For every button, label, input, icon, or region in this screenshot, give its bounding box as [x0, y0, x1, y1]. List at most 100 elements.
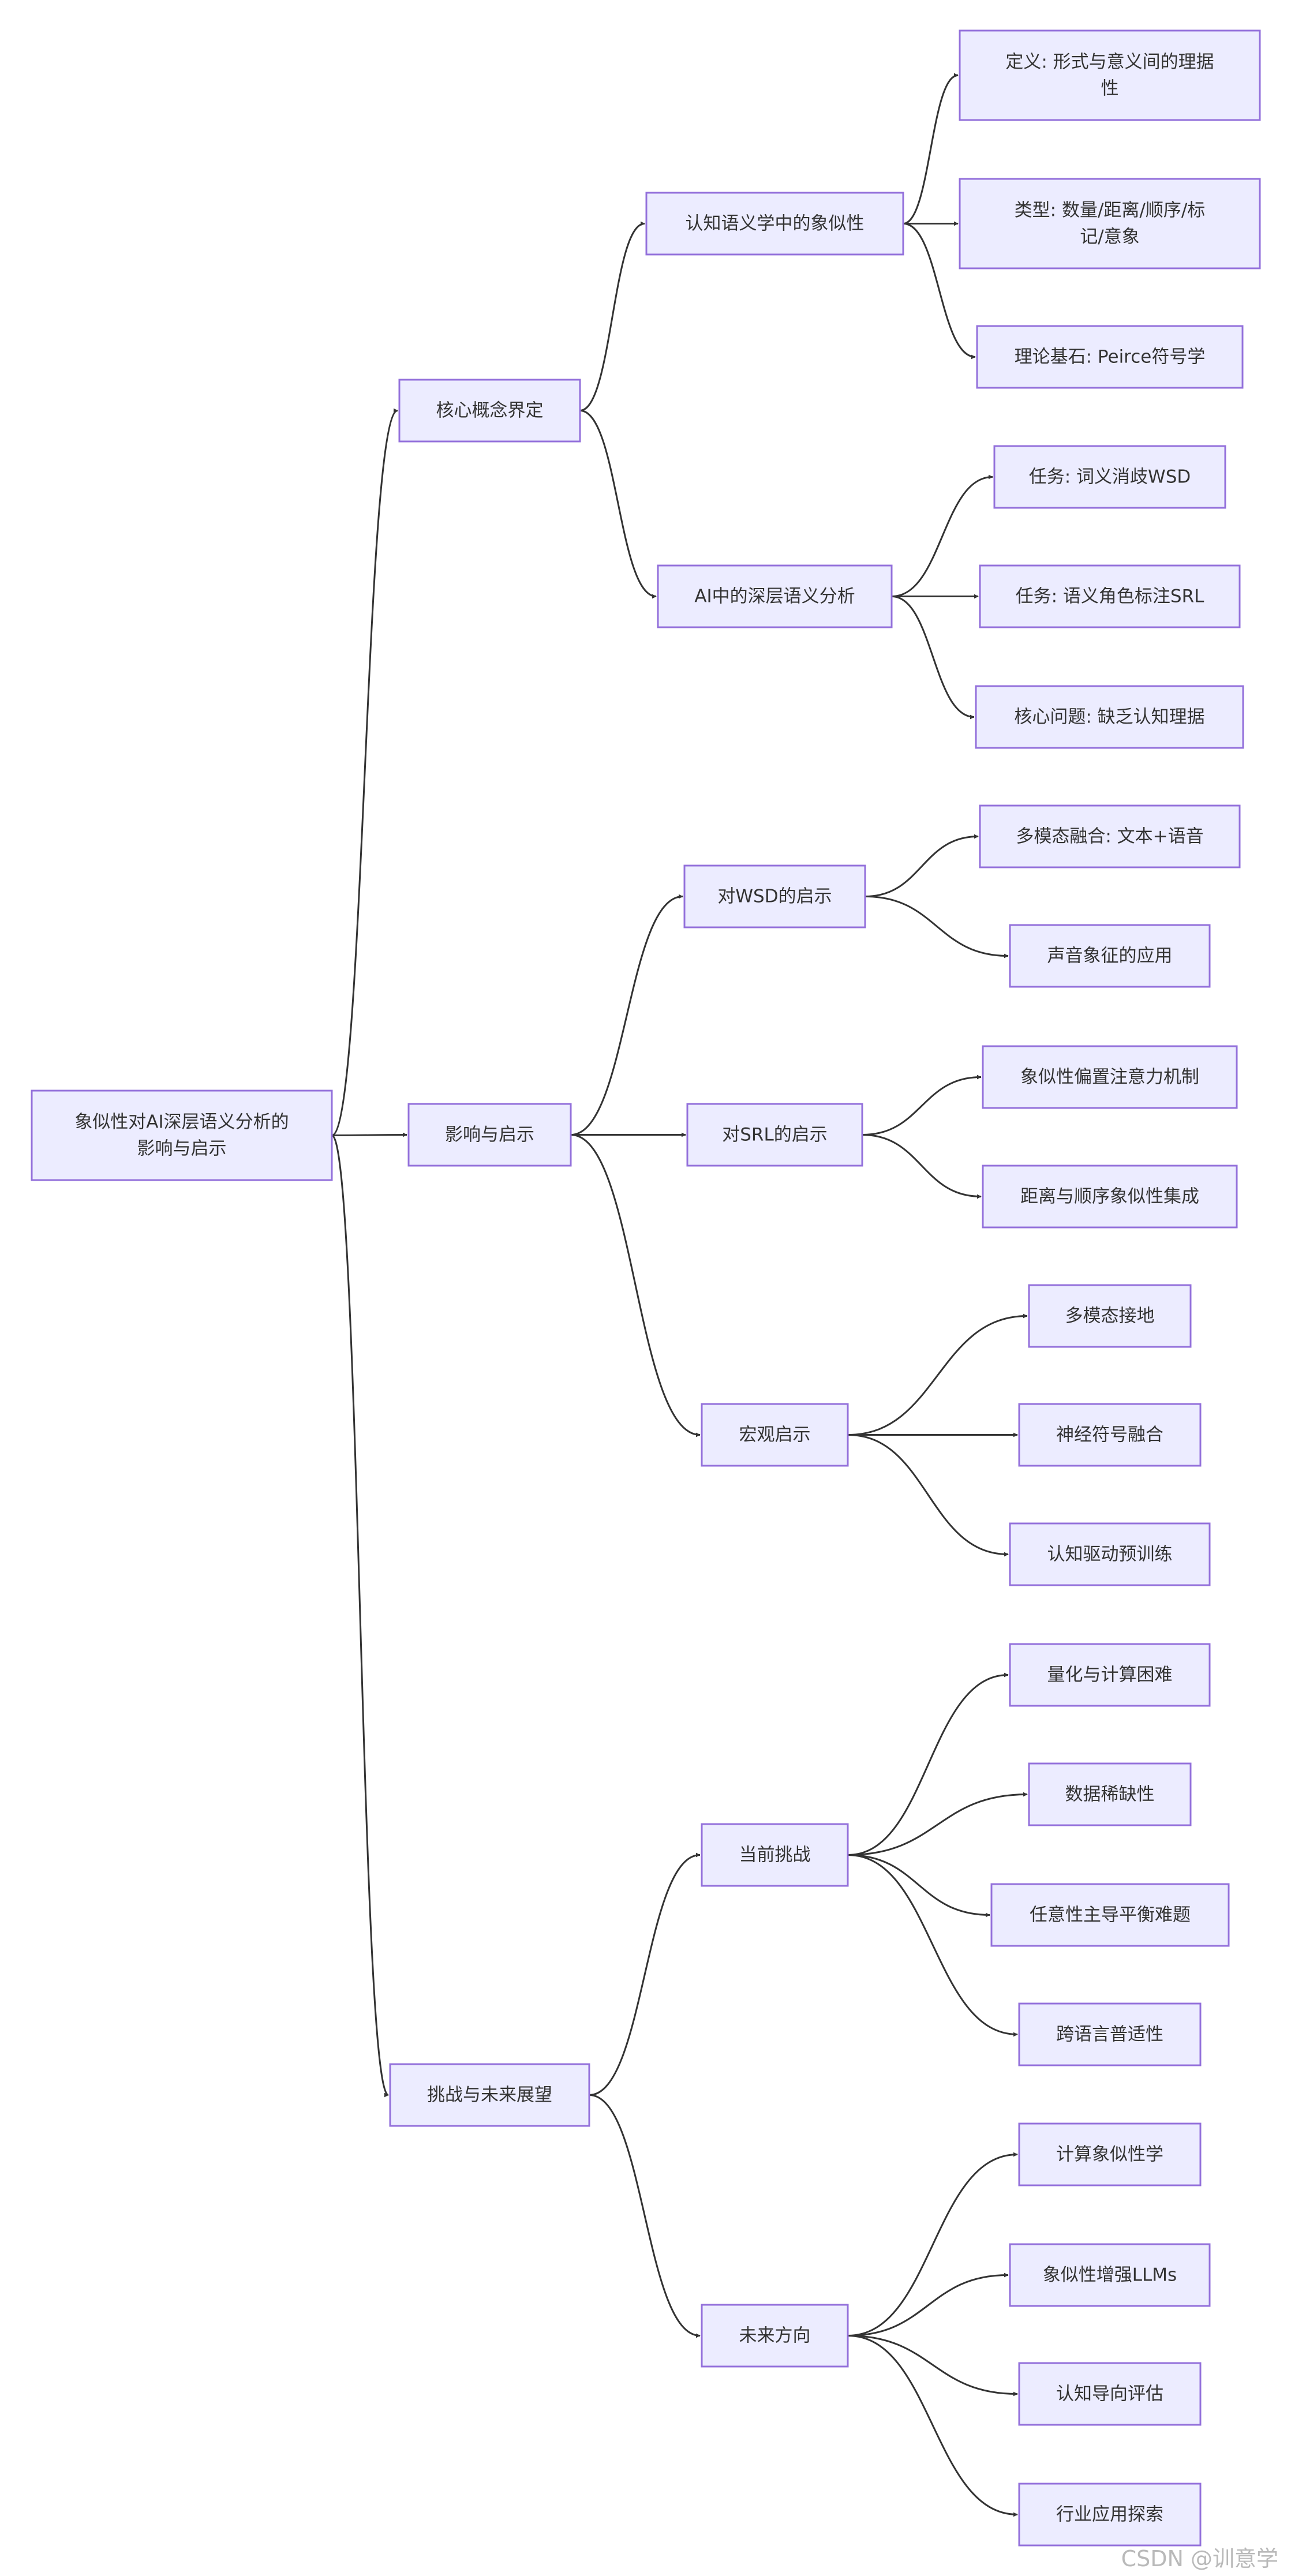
- node-label-l_pretrain-line-0: 认知驱动预训练: [1047, 1544, 1173, 1565]
- node-label-n_ai-line-0: AI中的深层语义分析: [694, 586, 855, 607]
- node-l_industry: 行业应用探索: [1018, 2483, 1202, 2547]
- edge-n_ai-to-l_task_wsd: [891, 474, 993, 597]
- edge-n_future-to-l_eval: [847, 2335, 1018, 2397]
- node-l_comp_iconicity: 计算象似性学: [1018, 2122, 1202, 2186]
- node-label-l_sparsity-line-0: 数据稀缺性: [1065, 1784, 1155, 1805]
- node-box-n_srl: [686, 1103, 863, 1167]
- node-box-l_task_wsd: [993, 445, 1226, 509]
- node-label-l_task_wsd-line-0: 任务: 词义消歧WSD: [1029, 467, 1191, 488]
- node-l_distance_order: 距离与顺序象似性集成: [982, 1165, 1238, 1229]
- node-label-l_attention-line-0: 象似性偏置注意力机制: [1020, 1067, 1199, 1088]
- node-box-n_current: [701, 1823, 849, 1887]
- node-l_arbitrariness: 任意性主导平衡难题: [990, 1883, 1230, 1947]
- edge-n_macro-to-l_pretrain: [847, 1434, 1009, 1557]
- node-l_sparsity: 数据稀缺性: [1028, 1762, 1192, 1826]
- edge-n_core-to-n_ai: [579, 410, 657, 599]
- edge-root-to-n_challenge: [331, 1135, 390, 2098]
- edge-root-to-n_impact: [331, 1132, 407, 1137]
- node-label-n_macro-line-0: 宏观启示: [739, 1425, 811, 1446]
- node-label-l_quantify-line-0: 量化与计算困难: [1047, 1665, 1173, 1686]
- node-box-n_impact: [407, 1103, 572, 1167]
- edges-layer: [331, 73, 1028, 2517]
- node-label-l_def-line-0: 定义: 形式与意义间的理据: [1005, 52, 1214, 73]
- node-l_sound_symbol: 声音象征的应用: [1009, 924, 1211, 988]
- node-l_neurosymbolic: 神经符号融合: [1018, 1403, 1202, 1467]
- node-box-l_type: [959, 178, 1261, 269]
- node-box-l_neurosymbolic: [1018, 1403, 1202, 1467]
- node-label-n_wsd-line-0: 对WSD的启示: [717, 886, 832, 907]
- node-l_eval: 认知导向评估: [1018, 2362, 1202, 2426]
- node-box-l_arbitrariness: [990, 1883, 1230, 1947]
- node-n_future: 未来方向: [701, 2304, 849, 2368]
- node-label-l_eval-line-0: 认知导向评估: [1056, 2384, 1163, 2405]
- edge-n_srl-to-l_attention: [862, 1074, 982, 1136]
- edge-root-to-n_core: [331, 408, 398, 1136]
- edge-n_impact-to-n_wsd: [570, 894, 683, 1136]
- node-box-n_macro: [701, 1403, 849, 1467]
- node-n_macro: 宏观启示: [701, 1403, 849, 1467]
- edge-n_current-to-l_arbitrariness: [847, 1854, 990, 1918]
- edge-n_cog-to-l_def: [903, 73, 959, 224]
- node-label-l_crosslingual-line-0: 跨语言普适性: [1056, 2024, 1163, 2045]
- node-label-l_sound_symbol-line-0: 声音象征的应用: [1047, 946, 1173, 967]
- node-box-root: [31, 1089, 333, 1181]
- node-box-l_pretrain: [1009, 1522, 1211, 1586]
- edge-n_wsd-to-l_multimodal_fusion: [865, 834, 979, 897]
- node-l_grounding: 多模态接地: [1028, 1284, 1192, 1348]
- node-label-l_arbitrariness-line-0: 任意性主导平衡难题: [1030, 1905, 1191, 1926]
- node-box-n_cog: [645, 192, 904, 256]
- edge-n_challenge-to-n_current: [589, 1852, 701, 2096]
- node-box-l_core_issue: [975, 685, 1244, 749]
- node-label-l_task_srl-line-0: 任务: 语义角色标注SRL: [1016, 586, 1205, 607]
- node-label-n_srl-line-0: 对SRL的启示: [722, 1125, 828, 1145]
- node-l_task_srl: 任务: 语义角色标注SRL: [979, 564, 1241, 628]
- node-n_srl: 对SRL的启示: [686, 1103, 863, 1167]
- edge-n_future-to-l_comp_iconicity: [847, 2152, 1018, 2337]
- node-box-l_theory: [976, 325, 1244, 389]
- node-label-l_def-line-1: 性: [1101, 78, 1119, 99]
- node-box-l_sparsity: [1028, 1762, 1192, 1826]
- node-n_impact: 影响与启示: [407, 1103, 572, 1167]
- edge-n_cog-to-l_theory: [903, 223, 976, 360]
- node-l_type: 类型: 数量/距离/顺序/标记/意象: [959, 178, 1261, 269]
- node-label-l_core_issue-line-0: 核心问题: 缺乏认知理据: [1014, 707, 1204, 728]
- node-l_core_issue: 核心问题: 缺乏认知理据: [975, 685, 1244, 749]
- watermark: CSDN @训意学: [1121, 2546, 1278, 2571]
- node-box-n_ai: [657, 564, 893, 628]
- node-label-l_theory-line-0: 理论基石: Peirce符号学: [1015, 347, 1206, 368]
- edge-n_current-to-l_crosslingual: [847, 1854, 1018, 2037]
- edge-n_core-to-n_cog: [579, 221, 645, 411]
- node-label-root-line-1: 影响与启示: [137, 1139, 227, 1159]
- node-box-l_grounding: [1028, 1284, 1192, 1348]
- node-box-l_task_srl: [979, 564, 1241, 628]
- edge-n_wsd-to-l_sound_symbol: [865, 896, 1009, 958]
- node-box-l_crosslingual: [1018, 2002, 1202, 2066]
- node-label-root-line-0: 象似性对AI深层语义分析的: [74, 1112, 289, 1133]
- edge-n_current-to-l_sparsity: [847, 1792, 1028, 1856]
- node-n_cog: 认知语义学中的象似性: [645, 192, 904, 256]
- node-box-l_sound_symbol: [1009, 924, 1211, 988]
- node-label-n_core-line-0: 核心概念界定: [436, 400, 544, 421]
- edge-n_future-to-l_llms: [847, 2272, 1009, 2337]
- node-box-l_industry: [1018, 2483, 1202, 2547]
- edge-n_current-to-l_quantify: [847, 1672, 1009, 1856]
- node-label-l_comp_iconicity-line-0: 计算象似性学: [1056, 2144, 1163, 2165]
- node-box-l_comp_iconicity: [1018, 2122, 1202, 2186]
- node-l_multimodal_fusion: 多模态融合: 文本+语音: [979, 804, 1241, 868]
- edge-n_future-to-l_industry: [847, 2335, 1018, 2517]
- node-box-l_attention: [982, 1045, 1238, 1109]
- node-l_attention: 象似性偏置注意力机制: [982, 1045, 1238, 1109]
- nodes-layer: 象似性对AI深层语义分析的影响与启示核心概念界定影响与启示挑战与未来展望认知语义…: [31, 29, 1261, 2547]
- node-n_current: 当前挑战: [701, 1823, 849, 1887]
- node-l_task_wsd: 任务: 词义消歧WSD: [993, 445, 1226, 509]
- node-label-l_industry-line-0: 行业应用探索: [1056, 2504, 1163, 2525]
- node-label-n_future-line-0: 未来方向: [739, 2326, 811, 2346]
- node-l_theory: 理论基石: Peirce符号学: [976, 325, 1244, 389]
- node-label-n_current-line-0: 当前挑战: [739, 1845, 811, 1866]
- node-label-l_neurosymbolic-line-0: 神经符号融合: [1056, 1425, 1163, 1446]
- node-box-l_multimodal_fusion: [979, 804, 1241, 868]
- node-box-n_core: [398, 379, 581, 443]
